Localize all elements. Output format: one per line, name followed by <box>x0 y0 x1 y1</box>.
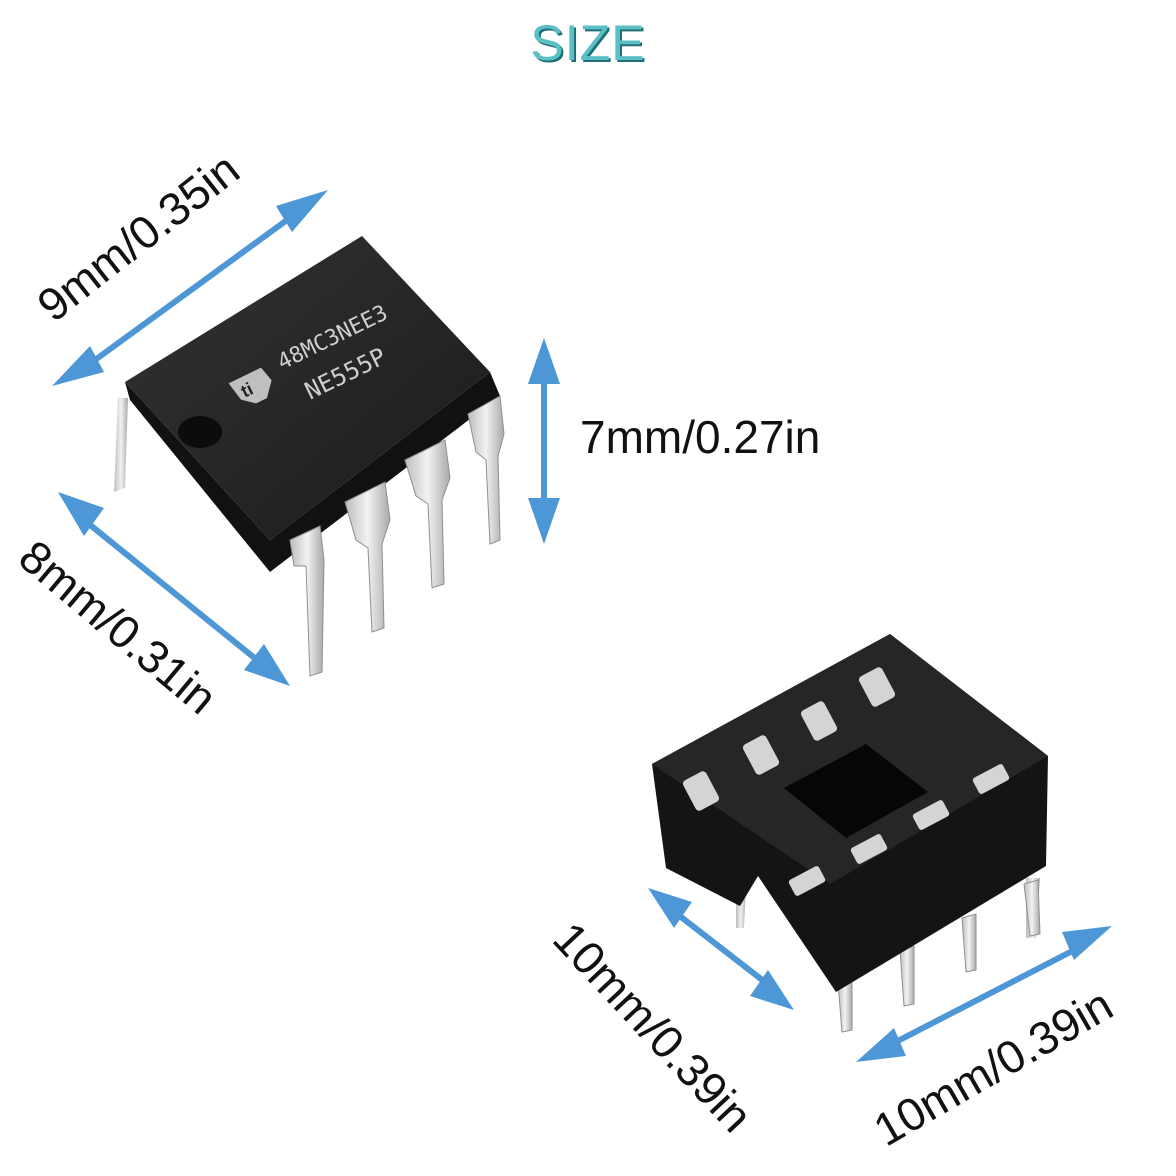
ic-chip: ti 48MC3NEE3 NE555P <box>114 236 505 677</box>
dimension-arrows <box>52 190 1112 1062</box>
chip-height-label: 7mm/0.27in <box>580 411 821 463</box>
dip-socket <box>652 634 1048 1033</box>
chip-front-pins <box>289 395 505 677</box>
chip-notch <box>178 416 222 448</box>
socket-front-pins <box>837 879 1041 1033</box>
socket-width-arrow <box>648 888 794 1010</box>
chip-height-arrow <box>528 338 560 544</box>
socket-contacts <box>682 667 1010 896</box>
size-title: SIZE <box>530 15 646 71</box>
socket-window <box>784 744 928 838</box>
chip-length-arrow <box>52 190 328 386</box>
chip-back-pins <box>114 398 128 492</box>
chip-body-top <box>125 236 490 540</box>
ti-logo-icon: ti <box>228 367 272 404</box>
socket-length-arrow <box>856 926 1112 1062</box>
chip-width-arrow <box>58 492 290 686</box>
